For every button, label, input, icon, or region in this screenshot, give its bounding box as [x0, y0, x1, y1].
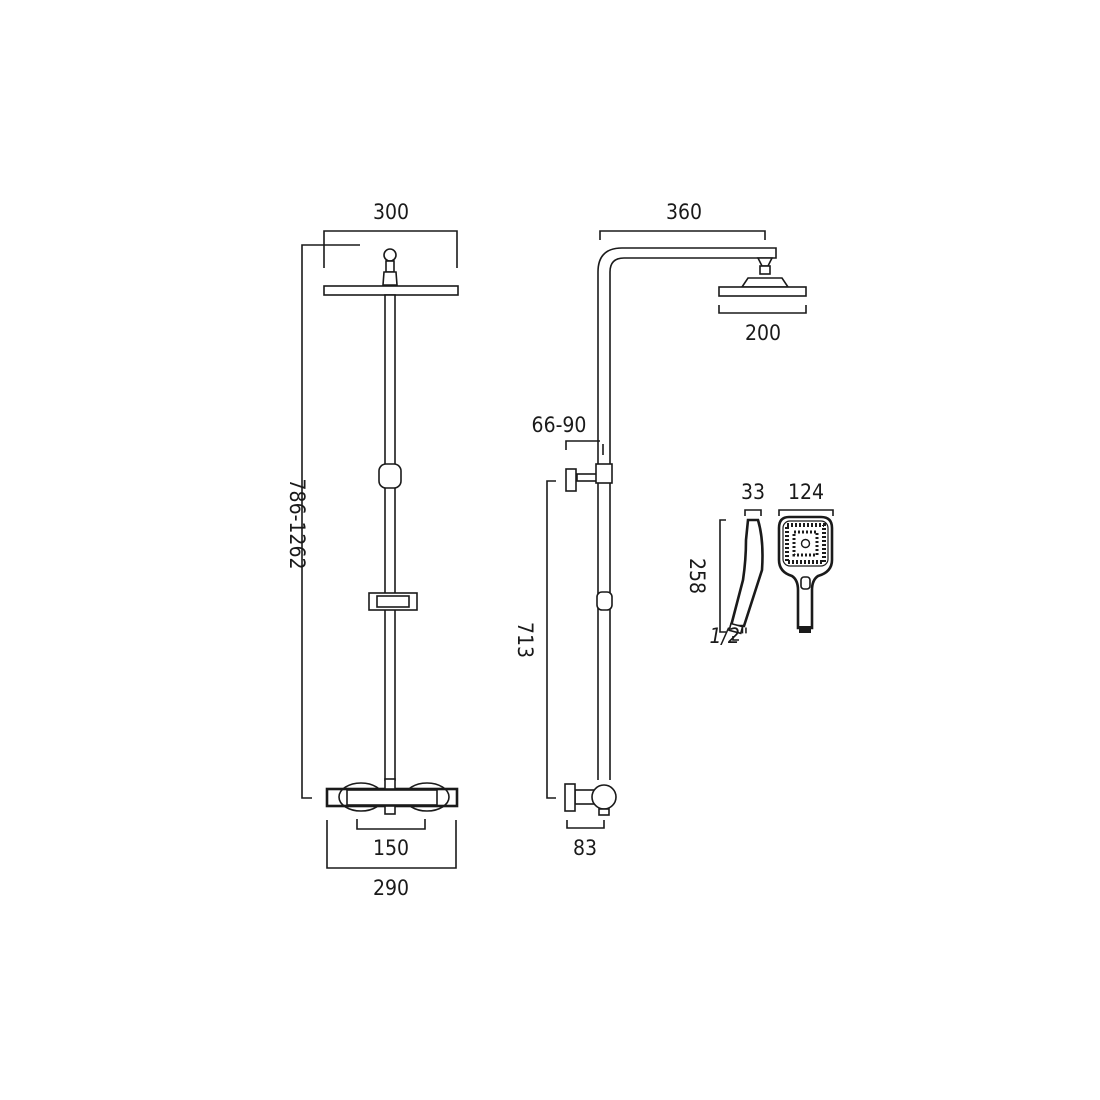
dim-label-786-1262: 786-1262	[285, 479, 309, 570]
dim-label-200: 200	[745, 321, 781, 345]
valve-side	[564, 783, 617, 816]
dim-head-width: 300	[323, 200, 458, 268]
slider-front	[368, 592, 418, 611]
dim-handset-length: 258	[685, 519, 726, 633]
handset-thread-side	[728, 622, 744, 635]
dim-label-66-90: 66-90	[532, 413, 587, 437]
dim-label-33: 33	[741, 480, 765, 504]
dim-label-290: 290	[373, 876, 409, 900]
riser-pipe-front	[384, 294, 396, 781]
dim-label-258: 258	[685, 558, 709, 594]
thread-marker	[732, 636, 739, 641]
spray-button	[800, 576, 811, 590]
dim-bracket-spacing: 713	[513, 480, 556, 799]
dim-valve-projection: 83	[566, 820, 605, 860]
dim-inlet-centres: 150	[356, 819, 426, 860]
wall-bracket-upper	[565, 463, 613, 492]
side-view: 360 200 66-90 713	[513, 200, 807, 860]
dim-label-713: 713	[513, 622, 537, 658]
shower-head-front	[323, 248, 459, 296]
handset-side-profile	[729, 518, 764, 628]
handset-front	[777, 515, 834, 633]
shower-head-side	[718, 257, 807, 297]
dim-label-360: 360	[666, 200, 702, 224]
thermostatic-valve-front	[325, 778, 459, 815]
dim-arm-projection: 360	[599, 200, 766, 240]
dim-handset-width: 124	[778, 480, 834, 516]
dim-label-300: 300	[373, 200, 409, 224]
dim-label-150: 150	[373, 836, 409, 860]
riser-and-arm-side	[597, 247, 777, 780]
handset-holder-front	[378, 463, 402, 489]
dim-label-124: 124	[788, 480, 824, 504]
dim-handset-depth: 33	[741, 480, 765, 516]
dim-bracket-projection: 66-90	[532, 413, 604, 455]
pipe-joint-side	[596, 591, 613, 611]
dim-label-thread: 1/2"	[709, 624, 748, 648]
dim-valve-width: 290	[326, 820, 457, 900]
dim-label-83: 83	[573, 836, 597, 860]
front-view: 300 786-1262 150	[285, 200, 459, 900]
handset-detail: 33 124 258 1/2"	[685, 480, 834, 648]
dim-head-diameter: 200	[718, 305, 807, 345]
dim-height-range: 786-1262	[285, 244, 360, 799]
